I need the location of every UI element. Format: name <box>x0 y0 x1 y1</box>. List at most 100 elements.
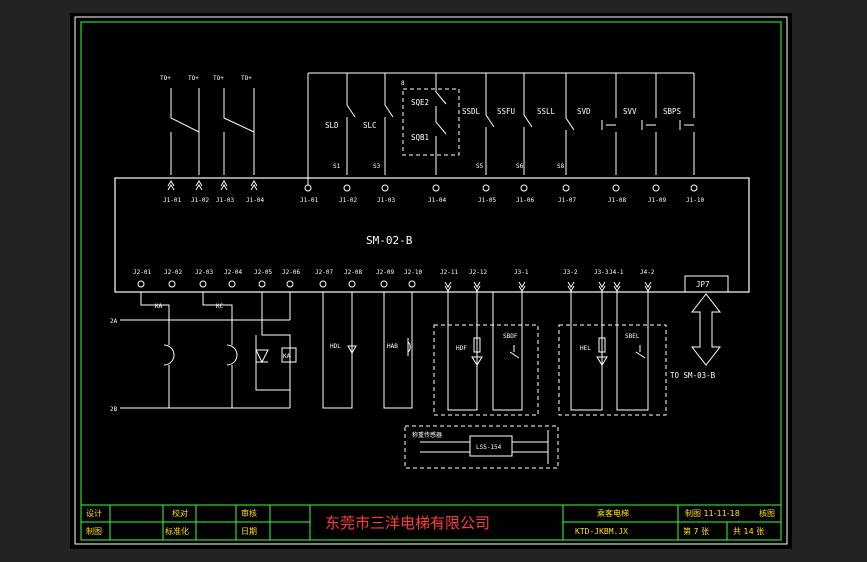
connector-note: TO SM-03-B <box>670 371 716 380</box>
top-switch-row: SLD S1 SLC S3 8 SQE2 SQB1 SSDL S5 SSFU S… <box>307 73 695 185</box>
terminal-jack-J4-1 <box>613 281 621 292</box>
terminal-label-J2-12: J2-12 <box>469 269 487 276</box>
tb-date-label: 日期 <box>241 527 257 536</box>
switch-label-ssfu: SSFU <box>497 107 515 116</box>
terminal-label-J2-05: J2-05 <box>254 269 272 276</box>
terminal-pin-J1-07 <box>562 184 570 192</box>
terminal-label-J3-3: J3-3 <box>594 269 609 276</box>
terminal-jack-J2-12 <box>473 281 481 292</box>
terminal-label-J1-04: J1-04 <box>428 197 446 204</box>
switch-code-ssll: S8 <box>557 163 565 170</box>
terminal-jack-J1-01 <box>167 180 175 191</box>
terminal-label-J2-10: J2-10 <box>404 269 422 276</box>
switch-label-ssdl: SSDL <box>462 107 481 116</box>
terminal-label-J2-11: J2-11 <box>440 269 458 276</box>
switch-code-slc: S3 <box>373 163 381 170</box>
lower-left-circuit: 2A 2B KA KC KA <box>110 292 297 413</box>
terminal-pin-J1-08 <box>612 184 620 192</box>
terminal-jack-J2-11 <box>444 281 452 292</box>
terminal-pin-J1-05 <box>482 184 490 192</box>
terminal-label-J1-05: J1-05 <box>478 197 496 204</box>
relay-coil-label: KA <box>283 353 291 360</box>
terminal-label-J2-08: J2-08 <box>344 269 362 276</box>
jp7-connector <box>684 275 729 293</box>
drawing-number: KTD-JKBM.JX <box>575 527 628 536</box>
tb-reviewer: 审核 <box>241 508 257 518</box>
switch-label-sqb1: SQB1 <box>411 133 429 142</box>
terminal-jack-J3-3 <box>598 281 606 292</box>
terminal-pin-J2-07 <box>319 280 327 288</box>
terminal-pin-J2-09 <box>380 280 388 288</box>
switch-label-sqe2: SQE2 <box>411 98 429 107</box>
terminal-pin-J1-09 <box>652 184 660 192</box>
bidirectional-arrow-icon <box>690 293 722 366</box>
sensor-note: 称重传感器 <box>412 431 442 439</box>
terminal-pin-J1-02 <box>343 184 351 192</box>
to-label-1: TO+ <box>160 75 171 82</box>
dashed-box-mark: 8 <box>401 80 405 87</box>
terminal-pin-J2-04 <box>228 280 236 288</box>
tb-checker: 校对 <box>172 508 188 518</box>
terminal-pin-J2-05 <box>258 280 266 288</box>
terminal-label-J4-2: J4-2 <box>640 269 655 276</box>
terminal-pin-J2-06 <box>286 280 294 288</box>
terminal-label-J1-09: J1-09 <box>648 197 666 204</box>
terminal-label-J1-04: J1-04 <box>246 197 264 204</box>
terminal-pin-J2-02 <box>168 280 176 288</box>
sensor-label: LSS-154 <box>476 444 502 451</box>
company-name: 东莞市三洋电梯有限公司 <box>325 514 490 532</box>
terminal-jack-J3-2 <box>567 281 575 292</box>
switch-label-svd: SVD <box>577 107 591 116</box>
terminal-label-J1-02: J1-02 <box>191 197 209 204</box>
switch-label-ssll: SSLL <box>537 107 556 116</box>
switch-label-slc: SLC <box>363 121 377 130</box>
terminal-label-J2-07: J2-07 <box>315 269 333 276</box>
switch-code-sld: S1 <box>333 163 341 170</box>
terminal-jack-J1-03 <box>220 180 228 191</box>
terminal-jack-J1-02 <box>195 180 203 191</box>
door-lock-dashed-box <box>402 88 460 156</box>
group2-lamp-label: HEL <box>580 345 591 352</box>
terminal-pin-J1-01 <box>304 184 312 192</box>
sheet-number: 第 7 张 <box>683 526 709 536</box>
door-open-panel-dashed <box>433 324 539 416</box>
group2-switch-label: SBEL <box>625 333 640 340</box>
terminal-label-J1-07: J1-07 <box>558 197 576 204</box>
tb-standardize: 标准化 <box>165 526 189 536</box>
lamp-hdl: HDL <box>322 292 357 409</box>
terminal-pin-J1-06 <box>520 184 528 192</box>
terminal-label-J1-03: J1-03 <box>377 197 395 204</box>
group1-lamp-label: HDF <box>456 345 467 352</box>
drawing-status: 核图 <box>759 508 775 518</box>
terminal-pin-J2-08 <box>348 280 356 288</box>
terminal-label-J2-03: J2-03 <box>195 269 213 276</box>
terminal-pin-J2-10 <box>408 280 416 288</box>
buzzer-hab: HAB <box>383 292 413 409</box>
terminal-label-J1-01: J1-01 <box>300 197 318 204</box>
sheet-background <box>70 13 792 549</box>
terminal-jack-J4-2 <box>644 281 652 292</box>
terminal-label-J3-2: J3-2 <box>563 269 578 276</box>
terminal-pin-J1-10 <box>690 184 698 192</box>
group1-switch-label: SBDF <box>503 333 518 340</box>
product-name: 乘客电梯 <box>597 508 629 518</box>
terminal-label-J2-02: J2-02 <box>164 269 182 276</box>
board-name: SM-02-B <box>366 234 413 247</box>
relay-coil-box <box>281 347 297 363</box>
tb-designer: 设计 <box>86 508 102 518</box>
terminal-label-J2-01: J2-01 <box>133 269 151 276</box>
sheet-total: 共 14 张 <box>733 527 764 536</box>
terminal-label-J2-06: J2-06 <box>282 269 300 276</box>
rail-bottom-label: 2B <box>110 406 118 413</box>
lamp-hdl-label: HDL <box>330 343 341 350</box>
terminal-label-J1-03: J1-03 <box>216 197 234 204</box>
terminal-label-J1-02: J1-02 <box>339 197 357 204</box>
tb-drafter: 制图 <box>86 526 102 536</box>
terminal-label-J2-09: J2-09 <box>376 269 394 276</box>
relay-b-label: KC <box>216 303 224 310</box>
terminal-label-J3-1: J3-1 <box>514 269 529 276</box>
